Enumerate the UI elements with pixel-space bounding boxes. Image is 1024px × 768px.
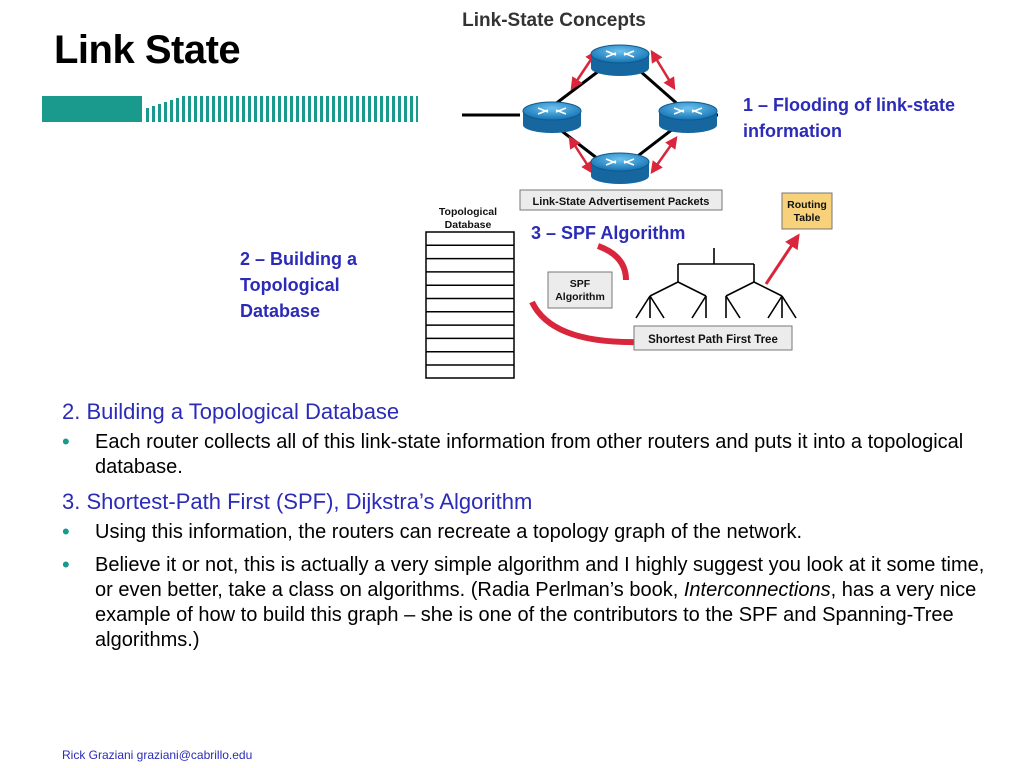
lsa-label: Link-State Advertisement Packets [533, 196, 710, 208]
bullet-icon: • [62, 552, 70, 577]
building-database-label: 2 – Building a Topological Database [240, 249, 358, 321]
bullet-text-part: Believe it or not, this is actually a ve… [95, 554, 985, 601]
bullet-icon: • [62, 429, 70, 454]
book-title: Interconnections [683, 579, 831, 601]
topological-database-table [425, 231, 515, 379]
router-icon [590, 152, 650, 184]
arrow-icon [764, 233, 800, 285]
flooding-label: 1 – Flooding of link-state information [743, 95, 956, 141]
router-icon [522, 101, 582, 133]
title-decoration-bar [42, 96, 418, 122]
bullet-text: Each router collects all of this link-st… [95, 431, 964, 478]
spf-box-line-2: Algorithm [555, 291, 605, 303]
routing-table-box [781, 192, 833, 230]
router-icon [590, 44, 650, 76]
routing-table-line-2: Table [794, 212, 821, 224]
bullet-item: • Each router collects all of this link-… [62, 429, 1002, 480]
lsa-box [519, 189, 723, 211]
topo-db-label-1: Topological [439, 206, 497, 218]
router-icon [658, 101, 718, 133]
bullet-item: • Believe it or not, this is actually a … [62, 552, 1002, 653]
bullet-text: Believe it or not, this is actually a ve… [95, 554, 984, 651]
link-state-diagram: Link-State Concepts Link-State Advertise… [425, 10, 833, 379]
footer-author: Rick Graziani graziani@cabrillo.edu [62, 748, 253, 762]
page-title: Link State [54, 28, 241, 72]
bullet-text: Using this information, the routers can … [95, 521, 803, 543]
arrow-icon [650, 49, 676, 91]
bullet-text-part: , has a very nice example of how to buil… [95, 579, 977, 651]
spf-curve-bottom [529, 300, 641, 346]
spt-label: Shortest Path First Tree [648, 334, 778, 346]
spf-algorithm-label: 3 – SPF Algorithm [531, 223, 686, 243]
spf-box-line-1: SPF [570, 278, 591, 290]
arrow-icon [568, 135, 594, 175]
slide-content: 2. Building a Topological Database • Eac… [62, 398, 1002, 661]
spt-box [633, 325, 793, 351]
spf-algorithm-box [547, 271, 613, 309]
spf-curve-top [596, 243, 629, 281]
bullet-icon: • [62, 519, 70, 544]
arrow-icon [650, 135, 678, 175]
shortest-path-tree [635, 248, 797, 319]
heading-building-database: 2. Building a Topological Database [62, 399, 400, 424]
heading-spf: 3. Shortest-Path First (SPF), Dijkstra’s… [62, 489, 533, 514]
topo-db-label-2: Database [445, 219, 492, 231]
bullet-item: • Using this information, the routers ca… [62, 519, 1002, 545]
diagram-title: Link-State Concepts [462, 10, 646, 31]
routing-table-line-1: Routing [787, 199, 827, 211]
